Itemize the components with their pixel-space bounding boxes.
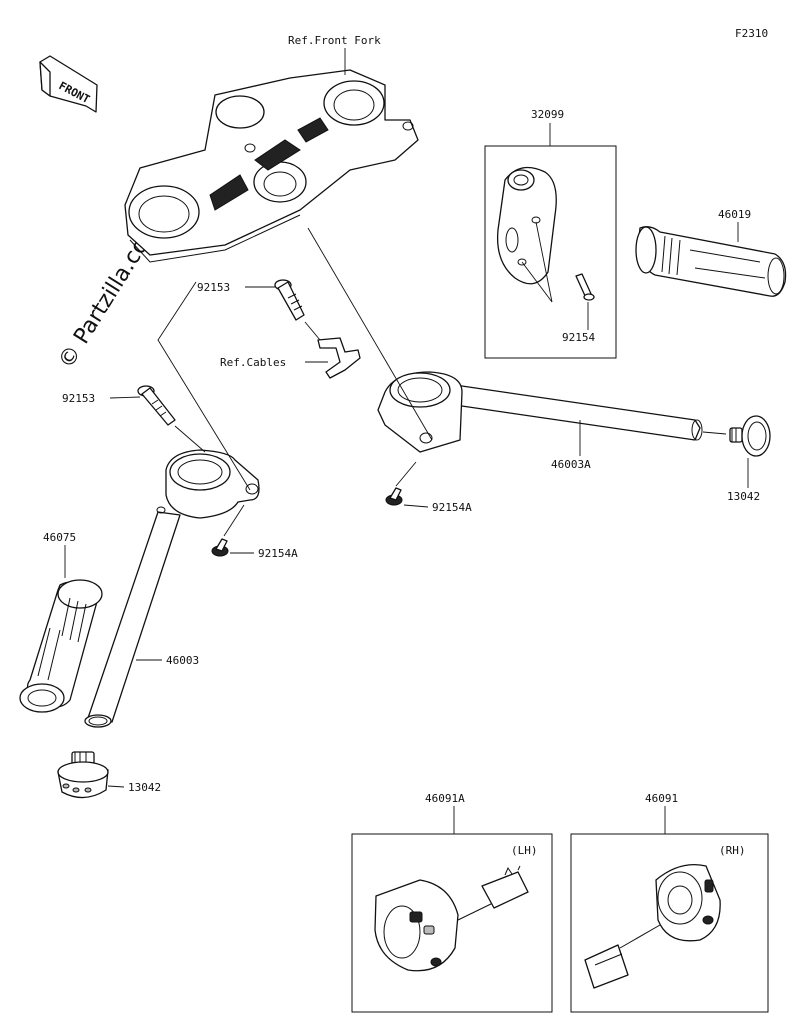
grip-46075 bbox=[19, 579, 103, 713]
screw-92154A-right bbox=[385, 487, 403, 506]
rh-label: (RH) bbox=[719, 844, 746, 857]
callout-46003: 46003 bbox=[166, 654, 199, 667]
cable-bracket bbox=[304, 321, 361, 379]
switch-housing-lh bbox=[374, 865, 529, 972]
throttle-housing-32099 bbox=[496, 166, 557, 285]
callout-46003A: 46003A bbox=[551, 458, 591, 471]
callout-46075: 46075 bbox=[43, 531, 76, 544]
callout-46019: 46019 bbox=[718, 208, 751, 221]
ref-front-fork-label: Ref.Front Fork bbox=[288, 34, 381, 47]
lh-label: (LH) bbox=[511, 844, 538, 857]
throttle-housing-inset bbox=[484, 145, 617, 359]
callout-92153-upper: 92153 bbox=[197, 281, 230, 294]
ref-cables-label: Ref.Cables bbox=[220, 356, 286, 369]
figure-code: F2310 bbox=[735, 27, 768, 40]
screw-92154 bbox=[575, 273, 595, 301]
switch-housing-rh bbox=[584, 863, 721, 989]
callout-92154A-left: 92154A bbox=[258, 547, 298, 560]
bolt-92153-upper bbox=[274, 279, 305, 321]
front-arrow-icon: FRONT bbox=[39, 55, 98, 113]
callout-92153-lower: 92153 bbox=[62, 392, 95, 405]
grip-46019 bbox=[635, 226, 787, 297]
handlebar-left bbox=[87, 449, 260, 723]
callout-46091: 46091 bbox=[645, 792, 678, 805]
bar-end-left bbox=[57, 751, 109, 799]
switch-right-inset bbox=[570, 833, 769, 1013]
callout-32099: 32099 bbox=[531, 108, 564, 121]
callout-46091A: 46091A bbox=[425, 792, 465, 805]
screw-92154A-left bbox=[211, 538, 229, 557]
bar-end-right bbox=[729, 415, 771, 457]
bolt-92153-lower bbox=[137, 385, 176, 426]
switch-left-inset bbox=[351, 833, 553, 1013]
callout-13042-left: 13042 bbox=[128, 781, 161, 794]
callout-92154: 92154 bbox=[562, 331, 595, 344]
spacer-ring bbox=[84, 714, 112, 728]
handlebar-right bbox=[377, 371, 703, 453]
callout-92154A-right: 92154A bbox=[432, 501, 472, 514]
callout-13042-right: 13042 bbox=[727, 490, 760, 503]
upper-triple-clamp bbox=[124, 69, 419, 263]
